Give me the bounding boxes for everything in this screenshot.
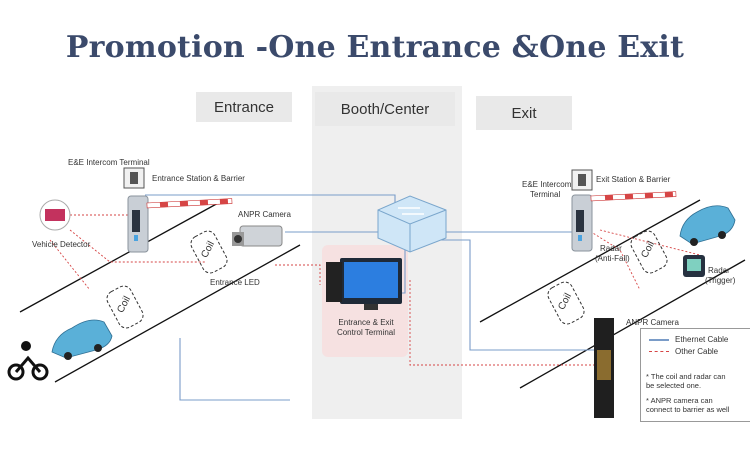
legend-other-swatch	[649, 351, 669, 352]
label-exit-station: Exit Station & Barrier	[596, 175, 671, 184]
label-radar-trigger-1: Radar	[708, 266, 730, 275]
legend-notes: * The coil and radar can be selected one…	[646, 372, 750, 414]
note1-line1: * The coil and radar can	[646, 372, 726, 381]
other-cables	[49, 214, 701, 366]
zone-exit: Exit	[476, 96, 572, 130]
zone-entrance: Entrance	[196, 92, 292, 122]
zone-booth: Booth/Center	[315, 92, 455, 126]
label-radar-antifall-2: (Anti-Fall)	[595, 254, 630, 263]
car-wheels	[64, 231, 726, 360]
network-switch-icon	[377, 195, 447, 253]
label-entrance-station: Entrance Station & Barrier	[152, 174, 245, 183]
legend-ethernet: Ethernet Cable	[649, 335, 728, 344]
note1-line2: be selected one.	[646, 381, 702, 390]
label-entrance-led: Entrance LED	[210, 278, 260, 287]
label-anpr-camera-left: ANPR Camera	[238, 210, 291, 219]
anpr-camera-left-icon	[232, 225, 283, 247]
control-terminal-icon	[326, 258, 402, 310]
legend-other-label: Other Cable	[675, 347, 719, 356]
coils	[106, 230, 668, 329]
label-anpr-camera-right: ANPR Camera	[626, 318, 679, 327]
legend-box: Ethernet Cable Other Cable	[640, 328, 750, 422]
radar-trigger-icon	[683, 255, 705, 277]
vehicle-detector-icon	[39, 199, 71, 231]
road-lines	[19, 199, 746, 389]
intercom-icon-left	[123, 167, 145, 189]
note2-line1: * ANPR camera can	[646, 396, 713, 405]
legend-ethernet-label: Ethernet Cable	[675, 335, 729, 344]
label-vehicle-detector: Vehicle Detector	[32, 240, 91, 249]
legend-other: Other Cable	[649, 347, 718, 356]
exit-station	[571, 191, 677, 252]
label-ee-intercom-left: E&E Intercom Terminal	[68, 158, 150, 167]
anpr-camera-right-icon	[594, 318, 614, 418]
label-ee-intercom-right-2: Terminal	[530, 190, 561, 199]
motorbike-icon	[7, 341, 49, 381]
label-control-terminal-2: Control Terminal	[336, 328, 396, 337]
label-radar-trigger-2: (Trigger)	[705, 276, 736, 285]
diagram-title: Promotion -One Entrance &One Exit	[65, 30, 685, 65]
label-ee-intercom-right-1: E&E Intercom	[522, 180, 572, 189]
note2-line2: connect to barrier as well	[646, 405, 730, 414]
entrance-station	[127, 195, 233, 253]
label-radar-antifall-1: Radar	[600, 244, 622, 253]
intercom-icon-right	[571, 169, 593, 191]
legend-ethernet-swatch	[649, 338, 669, 341]
label-control-terminal-1: Entrance & Exit	[338, 318, 394, 327]
